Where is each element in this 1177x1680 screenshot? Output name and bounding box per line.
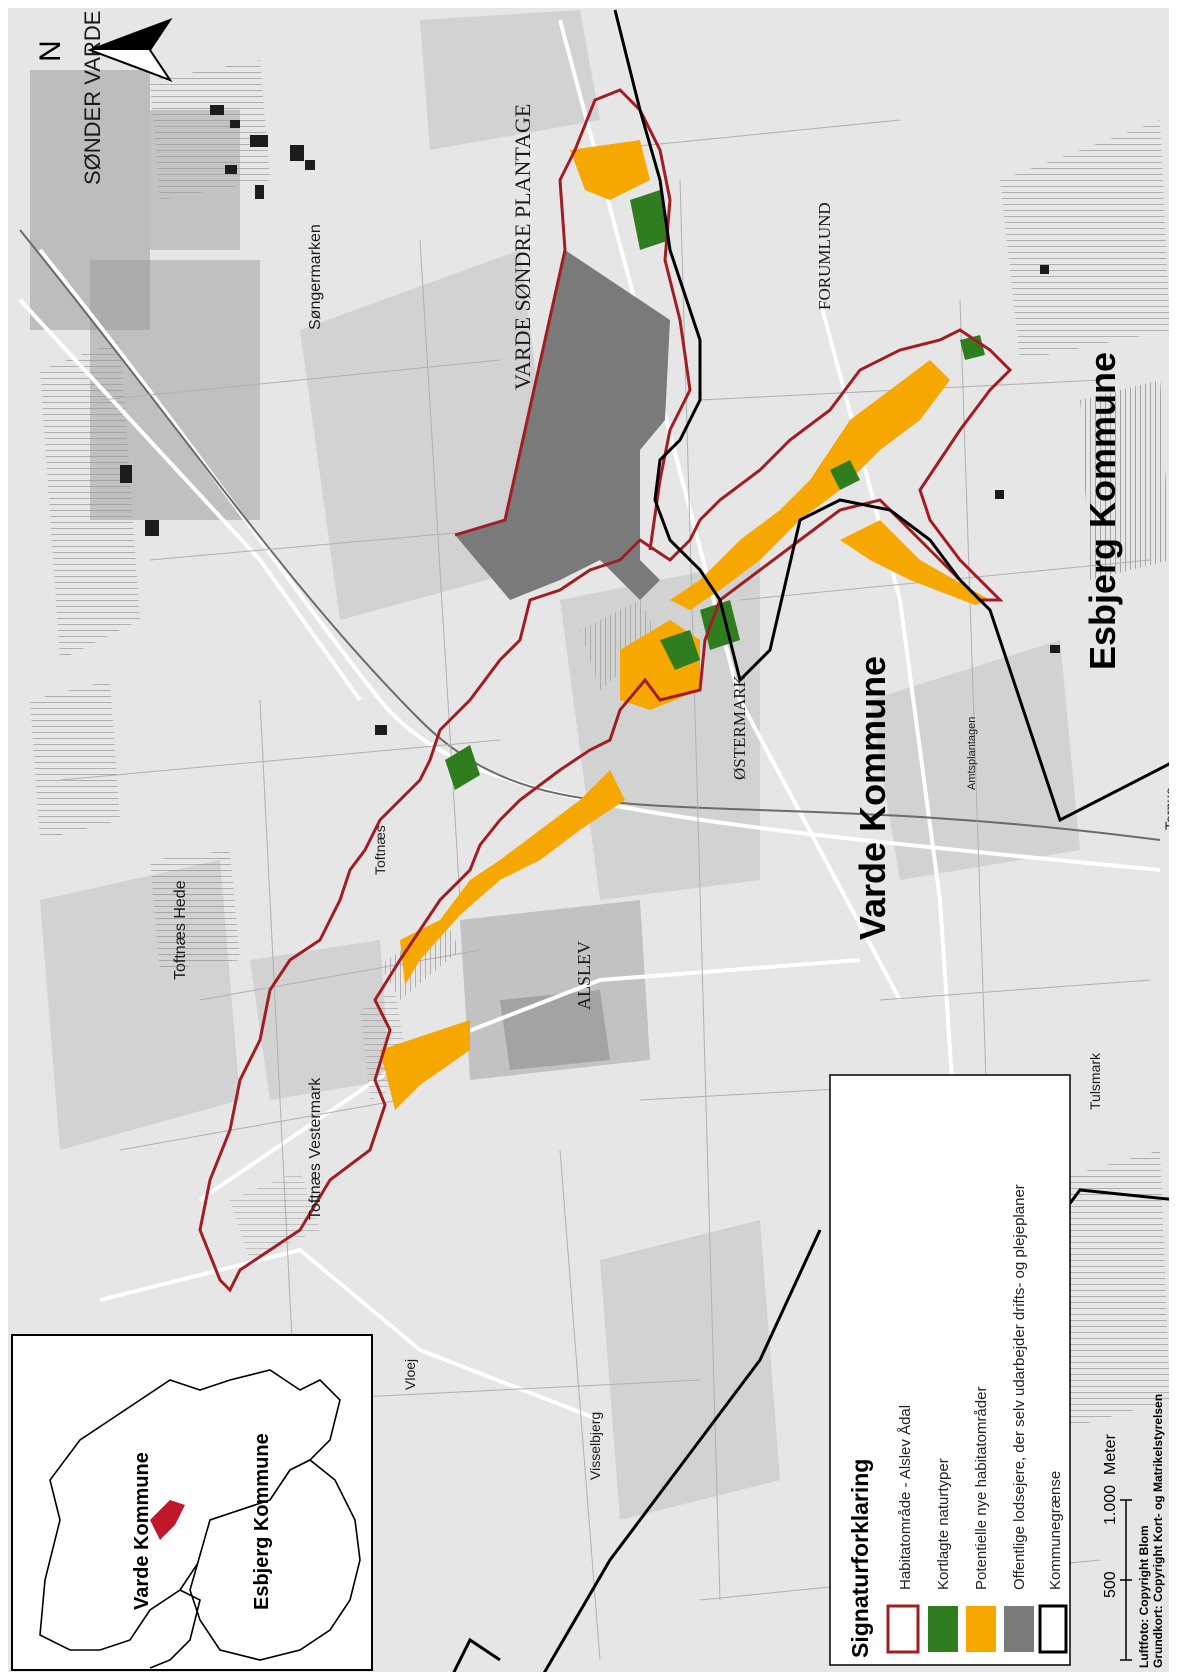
- scale-unit: Meter: [1102, 1433, 1119, 1475]
- label-amtsplantagen: Amtsplantagen: [966, 717, 978, 790]
- north-arrow: N: [34, 17, 173, 83]
- gray-fill-icon: [1004, 1606, 1034, 1652]
- label-esbjerg-kommune: Esbjerg Kommune: [1082, 352, 1123, 670]
- legend-item-0: Habitatområde - Alslev Ådal: [897, 1405, 914, 1590]
- orange-fill-icon: [966, 1606, 996, 1652]
- railway: [19, 229, 1161, 841]
- legend-item-1: Kortlagte naturtyper: [935, 1458, 952, 1590]
- habitat-outline-north: [454, 88, 692, 551]
- label-toftnaes-vestermark: Toftnæs Vestermark: [307, 1077, 324, 1220]
- inset-habitat-marker: [150, 1500, 185, 1540]
- legend: Signaturforklaring Habitatområde - Alsle…: [829, 1074, 1071, 1666]
- habitat-area-outline: [198, 328, 1013, 1293]
- legend-title: Signaturforklaring: [847, 1459, 873, 1658]
- credit-line-1: Luftfoto: Copyright Blom: [1137, 1525, 1151, 1668]
- town-sonder-varde: [30, 70, 260, 520]
- scale-label-500: 500: [1102, 1571, 1119, 1598]
- inset-esbjerg-label: Esbjerg Kommune: [251, 1433, 273, 1610]
- region-labels: Varde Kommune Esbjerg Kommune: [852, 352, 1123, 940]
- label-vloej: Vloej: [402, 1359, 418, 1390]
- inset-esbjerg-outline: [189, 1459, 361, 1661]
- legend-item-3: Offentlige lodsejere, der selv udarbejde…: [1011, 1184, 1028, 1590]
- credit-line-2: Grundkort: Copyright Kort- og Matrikelst…: [1151, 1394, 1165, 1668]
- legend-item-2: Potentielle nye habitatområder: [973, 1387, 990, 1590]
- green-fill-icon: [928, 1606, 958, 1652]
- label-sonder-varde: SØNDER VARDE: [80, 11, 105, 185]
- inset-esbjerg-coast: [149, 1589, 201, 1669]
- label-ostermark: ØSTERMARK: [730, 674, 749, 780]
- label-forumlund: FORUMLUND: [815, 202, 834, 310]
- label-toftnaes-hede: Toftnæs Hede: [172, 880, 189, 980]
- black-outline-icon: [1038, 1604, 1068, 1654]
- north-letter: N: [34, 40, 67, 62]
- habitat-outline-icon: [886, 1604, 920, 1654]
- legend-item-4: Kommunegrænse: [1047, 1471, 1064, 1590]
- town-alslev: [460, 900, 650, 1080]
- label-songermarken: Søngermarken: [307, 224, 324, 330]
- place-labels: SØNDER VARDE VARDE SØNDRE PLANTAGE Sønge…: [80, 11, 1177, 1480]
- label-varde-kommune: Varde Kommune: [852, 656, 893, 940]
- label-varde-sondre-plantage: VARDE SØNDRE PLANTAGE: [510, 104, 535, 390]
- scale-label-1000: 1.000: [1102, 1485, 1119, 1525]
- label-tornue: Tornue: [1162, 787, 1177, 830]
- label-toftnaes: Toftnæs: [372, 825, 388, 875]
- inset-varde-outline: [39, 1369, 341, 1651]
- inset-varde-label: Varde Kommune: [131, 1452, 153, 1610]
- credits: Luftfoto: Copyright Blom Grundkort: Copy…: [1137, 1394, 1165, 1668]
- mapped-natural-types: [445, 190, 985, 790]
- town-buildings: [120, 105, 1060, 735]
- inset-map: Varde Kommune Esbjerg Kommune: [11, 1334, 373, 1671]
- label-visselbjerg: Visselbjerg: [587, 1412, 603, 1480]
- label-alslev: ALSLEV: [574, 941, 594, 1010]
- public-owner-area: [455, 250, 670, 600]
- label-tulsmark: Tulsmark: [1087, 1052, 1103, 1110]
- potential-new-habitat: [380, 140, 990, 1110]
- scale-bar: 500 1.000 Meter: [1102, 1433, 1132, 1661]
